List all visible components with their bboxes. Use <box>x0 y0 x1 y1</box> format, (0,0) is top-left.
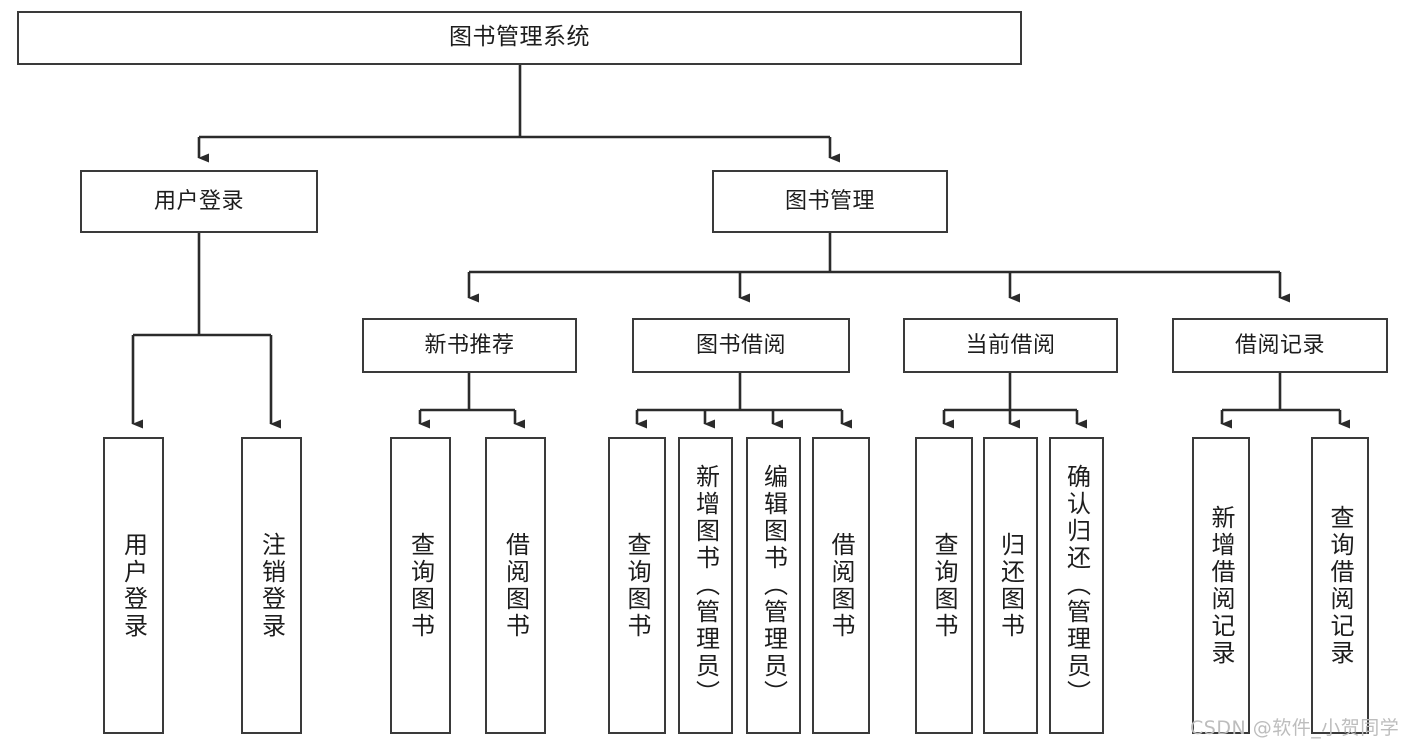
node-label: 借阅图书 <box>501 531 530 640</box>
node-user-login[interactable]: 用户登录 <box>80 170 318 233</box>
node-new-book-recommendation[interactable]: 新书推荐 <box>362 318 577 373</box>
node-label: 查询图书 <box>406 531 435 640</box>
node-root-book-management-system[interactable]: 图书管理系统 <box>17 11 1022 65</box>
node-label: 图书管理 <box>784 188 875 214</box>
leaf-edit-book-admin[interactable]: 编辑图书（管理员） <box>746 437 801 734</box>
node-label: 查询图书 <box>930 531 958 640</box>
leaf-logout[interactable]: 注销登录 <box>241 437 302 734</box>
node-label: 借阅图书 <box>827 531 855 640</box>
leaf-confirm-return-admin[interactable]: 确认归还（管理员） <box>1049 437 1104 734</box>
node-book-management[interactable]: 图书管理 <box>712 170 948 233</box>
node-label: 借阅记录 <box>1234 332 1325 358</box>
node-label: 确认归还（管理员） <box>1062 464 1091 707</box>
node-label: 用户登录 <box>119 531 148 640</box>
node-label: 新增图书（管理员） <box>691 464 720 707</box>
node-label: 当前借阅 <box>965 332 1056 358</box>
node-label: 查询图书 <box>623 531 651 640</box>
leaf-query-books-borrow[interactable]: 查询图书 <box>608 437 666 734</box>
node-label: 编辑图书（管理员） <box>759 464 788 707</box>
node-label: 图书管理系统 <box>449 24 590 51</box>
node-current-borrowing[interactable]: 当前借阅 <box>903 318 1118 373</box>
node-label: 归还图书 <box>996 531 1025 640</box>
csdn-watermark: CSDN @软件_小贺同学 <box>1190 717 1400 739</box>
node-label: 注销登录 <box>257 531 286 640</box>
node-book-borrowing[interactable]: 图书借阅 <box>632 318 850 373</box>
leaf-borrow-books-new[interactable]: 借阅图书 <box>485 437 546 734</box>
leaf-query-books-new[interactable]: 查询图书 <box>390 437 451 734</box>
leaf-query-borrow-record[interactable]: 查询借阅记录 <box>1311 437 1369 734</box>
leaf-return-books[interactable]: 归还图书 <box>983 437 1038 734</box>
node-label: 用户登录 <box>153 188 244 214</box>
leaf-add-book-admin[interactable]: 新增图书（管理员） <box>678 437 733 734</box>
leaf-borrow-books[interactable]: 借阅图书 <box>812 437 870 734</box>
node-label: 新增借阅记录 <box>1207 504 1235 667</box>
node-label: 新书推荐 <box>424 332 515 358</box>
node-label: 查询借阅记录 <box>1326 504 1354 667</box>
leaf-user-login[interactable]: 用户登录 <box>103 437 164 734</box>
leaf-add-borrow-record[interactable]: 新增借阅记录 <box>1192 437 1250 734</box>
node-borrow-records[interactable]: 借阅记录 <box>1172 318 1388 373</box>
leaf-query-books-current[interactable]: 查询图书 <box>915 437 973 734</box>
node-label: 图书借阅 <box>695 332 786 358</box>
